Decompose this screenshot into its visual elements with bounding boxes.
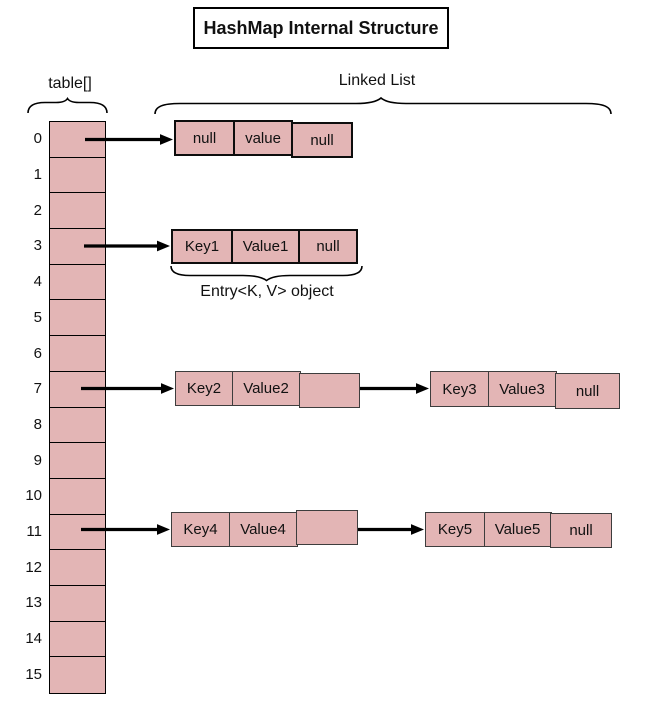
bucket-cell-1 bbox=[50, 157, 105, 194]
bucket-index-label: 13 bbox=[25, 594, 42, 612]
entry-node-cell: null bbox=[555, 373, 620, 409]
entry-node-cell: Key5 bbox=[425, 512, 485, 547]
bucket-index-label: 5 bbox=[33, 308, 42, 326]
chain-11-arrow-head bbox=[411, 524, 424, 535]
bucket-index-label: 14 bbox=[25, 630, 42, 648]
entry-brace bbox=[170, 265, 363, 282]
bucket-0-arrow-head bbox=[160, 134, 173, 145]
bucket-index-label: 2 bbox=[33, 201, 42, 219]
bucket-index-label: 4 bbox=[33, 273, 42, 291]
bucket-index-label: 6 bbox=[33, 344, 42, 362]
table-array-label: table[] bbox=[48, 75, 92, 92]
entry-node-cell: null bbox=[291, 122, 353, 158]
bucket-index-label: 9 bbox=[33, 451, 42, 469]
bucket-cell-13 bbox=[50, 585, 105, 622]
bucket-index-label: 10 bbox=[25, 487, 42, 505]
bucket-index-label: 8 bbox=[33, 415, 42, 433]
entry-node-cell: Key3 bbox=[430, 371, 489, 407]
bucket-cell-5 bbox=[50, 300, 105, 337]
bucket-7-arrow-head bbox=[161, 383, 174, 394]
diagram-title: HashMap Internal Structure bbox=[193, 7, 449, 49]
entry-node-cell: null bbox=[550, 513, 612, 548]
chain-7-arrow-head bbox=[416, 383, 429, 394]
bucket-array bbox=[49, 121, 106, 694]
bucket-index-label: 3 bbox=[33, 237, 42, 255]
bucket-index-label: 7 bbox=[33, 380, 42, 398]
entry-node-cell: Value4 bbox=[228, 512, 298, 547]
bucket-cell-6 bbox=[50, 336, 105, 372]
bucket-index-label: 0 bbox=[33, 130, 42, 148]
linked-list-brace bbox=[154, 96, 612, 115]
entry-node-cell: null bbox=[174, 120, 235, 156]
entry-node-cell: Value3 bbox=[487, 371, 557, 407]
bucket-cell-3 bbox=[50, 229, 105, 265]
entry-node-cell: Key1 bbox=[171, 229, 233, 264]
bucket-cell-8 bbox=[50, 407, 105, 444]
bucket-index-label: 15 bbox=[25, 665, 42, 683]
bucket-3-arrow-head bbox=[157, 240, 170, 252]
entry-node-cell: Value2 bbox=[231, 371, 301, 406]
entry-node-cell bbox=[299, 373, 360, 408]
bucket-cell-4 bbox=[50, 264, 105, 301]
entry-object-caption: Entry<K, V> object bbox=[200, 283, 334, 300]
bucket-cell-15 bbox=[50, 657, 105, 693]
entry-node-cell: Value5 bbox=[483, 512, 552, 547]
bucket-index-label: 11 bbox=[26, 523, 42, 541]
bucket-11-arrow-head bbox=[157, 524, 170, 535]
entry-node-cell bbox=[296, 510, 358, 545]
bucket-index-label: 12 bbox=[25, 558, 42, 576]
bucket-cell-9 bbox=[50, 443, 105, 479]
entry-node-cell: Key2 bbox=[175, 371, 233, 406]
bucket-cell-7 bbox=[50, 371, 105, 408]
bucket-cell-2 bbox=[50, 193, 105, 230]
bucket-cell-14 bbox=[50, 621, 105, 658]
table-brace bbox=[27, 96, 108, 114]
bucket-index-label: 1 bbox=[33, 166, 42, 184]
entry-node-cell: Value1 bbox=[231, 229, 300, 264]
bucket-cell-0 bbox=[50, 122, 105, 158]
bucket-cell-12 bbox=[50, 550, 105, 586]
entry-node-cell: null bbox=[298, 229, 358, 264]
linked-list-label: Linked List bbox=[338, 72, 416, 89]
bucket-cell-10 bbox=[50, 478, 105, 515]
entry-node-cell: value bbox=[233, 120, 293, 156]
bucket-cell-11 bbox=[50, 514, 105, 551]
arrows bbox=[81, 134, 429, 535]
entry-node-cell: Key4 bbox=[171, 512, 230, 547]
